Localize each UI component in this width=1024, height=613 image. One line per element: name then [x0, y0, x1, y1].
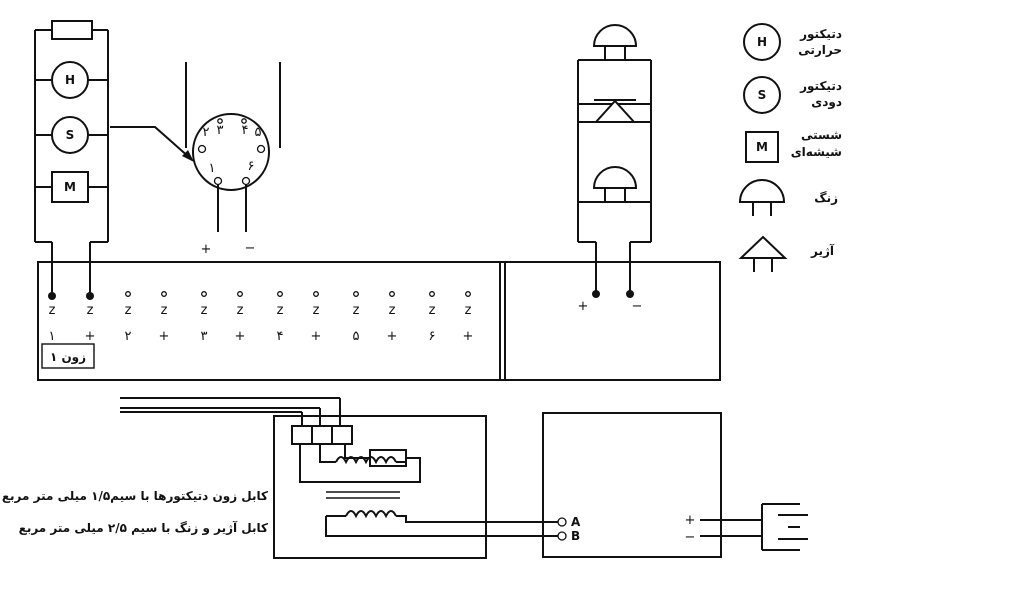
- socket-pin-6: ۶: [248, 159, 255, 174]
- manual-call-point-symbol: [51, 171, 89, 203]
- socket-pin-1: ۱: [209, 161, 216, 176]
- power-plus-label: +: [685, 513, 696, 528]
- output-minus-label: −: [632, 299, 643, 314]
- legend-glass-icon: [745, 131, 779, 163]
- legend-glass-text-1: شستی: [801, 128, 842, 142]
- socket-base-circle: [192, 113, 270, 191]
- terminal-z-1: z: [49, 303, 56, 318]
- socket-plus-label: +: [201, 242, 212, 257]
- legend-heat-text-2: حرارتی: [798, 43, 842, 57]
- terminal-label-9: ۵: [353, 329, 360, 344]
- terminal-block: [291, 425, 353, 445]
- smoke-detector-symbol: [51, 116, 89, 154]
- bell-symbol-bottom: [592, 166, 638, 189]
- terminal-z-7: z: [277, 303, 284, 318]
- zone1-label-box: [41, 343, 95, 369]
- terminal-z-2: z: [87, 303, 94, 318]
- terminal-z-12: z: [465, 303, 472, 318]
- terminal-z-10: z: [389, 303, 396, 318]
- socket-minus-label: −: [245, 241, 256, 256]
- terminal-label-11: ۶: [429, 329, 436, 344]
- legend-smoke-icon: [743, 76, 781, 114]
- legend-siren-icon: [738, 235, 788, 259]
- legend-bell-text: زنگ: [814, 191, 838, 205]
- terminal-label-6: +: [235, 329, 246, 344]
- siren-cable-caption: کابل آژیر و زنگ با سیم ۲/۵ میلی متر مربع: [19, 520, 268, 536]
- terminal-label-7: ۴: [277, 329, 284, 344]
- terminal-label-3: ۲: [125, 329, 132, 344]
- terminal-z-6: z: [237, 303, 244, 318]
- power-terminal-a: A: [571, 515, 581, 529]
- socket-pin-2: ۲: [203, 125, 210, 140]
- zone1-terminal-z: [48, 292, 56, 300]
- socket-pin-5: ۵: [255, 125, 262, 140]
- output-terminal-minus: [626, 290, 634, 298]
- cable-lines: [120, 397, 341, 426]
- power-minus-label: −: [685, 530, 696, 545]
- zone1-terminal-plus: [86, 292, 94, 300]
- heat-detector-symbol: [51, 61, 89, 99]
- legend-siren-text: آژیر: [810, 243, 835, 258]
- detector-socket: ۲ ۳ ۴ ۵ ۱ ۶ + −: [185, 62, 281, 257]
- terminal-z-11: z: [429, 303, 436, 318]
- manual-call-point-letter: M: [64, 180, 76, 194]
- smoke-detector-letter: S: [66, 128, 75, 142]
- zone1-label: زون ۱: [50, 350, 86, 365]
- terminal-z-4: z: [161, 303, 168, 318]
- legend: H دتیکتور حرارتی S دتیکتور دودی M شستی ش…: [738, 23, 842, 272]
- zone-cable-caption: کابل زون دتیکتورها با سیم۱/۵ میلی متر مر…: [2, 489, 268, 504]
- terminal-z-8: z: [313, 303, 320, 318]
- alarm-output-circuit: [577, 24, 652, 294]
- legend-smoke-text-2: دودی: [811, 95, 842, 110]
- arrow-to-socket: [110, 126, 194, 162]
- secondary-coil: [345, 510, 397, 519]
- primary-coil: [335, 456, 397, 465]
- power-terminal-b: B: [571, 529, 580, 543]
- panel-output-section: [504, 261, 721, 381]
- terminal-label-10: +: [387, 329, 398, 344]
- legend-smoke-letter: S: [758, 88, 767, 102]
- end-of-line-resistor: [51, 20, 93, 40]
- detector-zone-loop: H S M: [34, 20, 109, 296]
- terminal-z-5: z: [201, 303, 208, 318]
- terminal-z-3: z: [125, 303, 132, 318]
- bell-symbol-top: [592, 24, 638, 47]
- terminal-label-4: +: [159, 329, 170, 344]
- socket-pin-3: ۳: [217, 123, 224, 138]
- heat-detector-letter: H: [65, 73, 75, 87]
- legend-bell-icon: [738, 179, 786, 203]
- terminal-label-8: +: [311, 329, 322, 344]
- socket-pin-4: ۴: [242, 123, 249, 138]
- legend-heat-letter: H: [757, 35, 767, 49]
- legend-glass-text-2: شیشه‌ای: [791, 145, 842, 159]
- terminal-z-9: z: [353, 303, 360, 318]
- legend-glass-letter: M: [756, 140, 768, 154]
- control-panel: z z z z z z z z z z z z ۱ + ۲ + ۳ + ۴ + …: [37, 261, 721, 381]
- terminal-label-5: ۳: [201, 329, 208, 344]
- output-terminal-plus: [592, 290, 600, 298]
- output-plus-label: +: [578, 299, 589, 314]
- battery-symbol: [761, 503, 808, 551]
- power-supply-box: A B + −: [542, 412, 762, 558]
- legend-heat-icon: [743, 23, 781, 61]
- terminal-label-12: +: [463, 329, 474, 344]
- terminal-label-2: +: [85, 329, 96, 344]
- transformer-box: [273, 415, 558, 559]
- legend-heat-text-1: دتیکتور: [799, 27, 842, 42]
- terminal-label-1: ۱: [49, 329, 56, 344]
- panel-zone-section: [37, 261, 501, 381]
- legend-smoke-text-1: دتیکتور: [799, 79, 842, 94]
